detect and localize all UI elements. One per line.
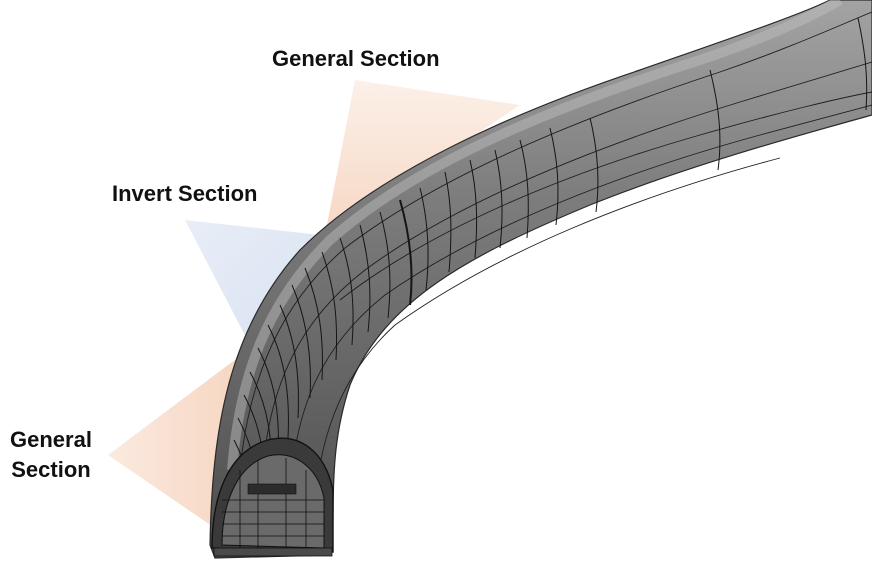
general-section-label-bottom: General Section (10, 425, 92, 485)
invert-section-label-text: Invert Section (112, 181, 258, 206)
longitudinal-lines (239, 11, 872, 531)
ring-joints (233, 17, 868, 531)
invert-section-label: Invert Section (112, 179, 257, 209)
general-section-label-top: General Section (272, 44, 440, 74)
general-section-label-top-text: General Section (272, 46, 440, 71)
general-section-label-bottom-line2: Section (11, 457, 91, 482)
tunnel-portal (211, 437, 334, 557)
tunnel-crown-highlight (227, 0, 843, 471)
general-section-label-bottom-line1: General (10, 427, 92, 452)
invert-section-wedge (185, 220, 320, 345)
